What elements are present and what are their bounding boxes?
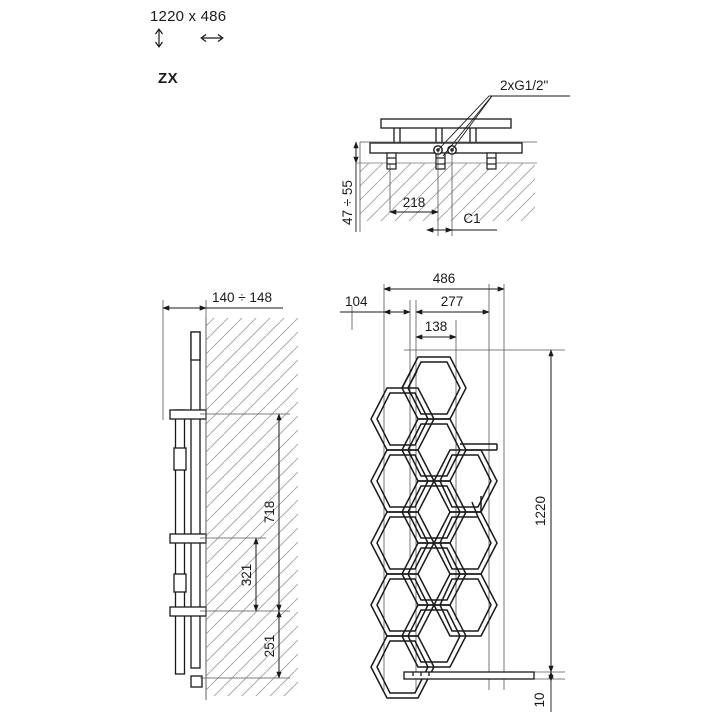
side-view-radiator-profile	[174, 331, 201, 675]
dim-overall-width: 486	[383, 271, 505, 292]
hex-stub	[401, 368, 418, 389]
top-view-mounting-brackets	[386, 152, 497, 170]
size-arrow-row	[150, 27, 260, 49]
dim-bracket-span-total-label: 718	[262, 501, 277, 524]
hex-cell	[370, 635, 435, 699]
dim-bracket-span-total: 718	[262, 413, 282, 612]
dim-bracket-span-mid: 321	[239, 537, 259, 612]
dim-overall-width-label: 486	[433, 271, 456, 286]
top-view-wall-hatch	[357, 162, 537, 221]
up-down-arrow-icon	[155, 28, 163, 48]
dim-left-offset-label: 104	[345, 294, 368, 309]
side-view: 140 ÷ 148 718 321 251	[162, 290, 298, 700]
top-view-callout-label: 2xG1/2"	[500, 78, 549, 93]
dim-bracket-to-bottom: 251	[262, 610, 282, 679]
side-view-wall-hatch	[205, 318, 298, 700]
dim-cell-width-label: 138	[425, 319, 448, 334]
dim-overall-height: 1220	[533, 349, 554, 673]
dim-core-width: 277	[415, 294, 490, 315]
dim-depth-label: 140 ÷ 148	[212, 290, 272, 305]
hex-stub	[471, 496, 482, 518]
left-right-arrow-icon	[200, 34, 224, 42]
model-name-label: ZX	[158, 70, 179, 87]
dim-left-offset: 104	[340, 294, 411, 315]
dim-bottom-offset: 10	[532, 671, 554, 712]
side-view-mounting-brackets	[169, 409, 207, 688]
dim-overall-height-label: 1220	[533, 496, 548, 526]
dim-core-width-label: 277	[441, 294, 464, 309]
front-view-bottom-bar	[403, 671, 535, 680]
top-view: 2xG1/2" 47 ÷ 55 218 C1	[340, 78, 570, 236]
top-view-radiator-profile	[369, 118, 523, 154]
dim-bottom-offset-label: 10	[532, 692, 547, 707]
dim-connector-offset: C1	[426, 211, 497, 233]
dim-wall-gap: 47 ÷ 55	[340, 141, 359, 232]
dim-connector-spacing: 218	[389, 195, 439, 215]
dim-bracket-to-bottom-label: 251	[262, 635, 277, 658]
top-view-extension-lines	[359, 141, 537, 236]
dim-bracket-span-mid-label: 321	[239, 564, 254, 587]
dim-connector-spacing-label: 218	[403, 195, 426, 210]
front-view: 486 104 277 138 1220	[340, 271, 565, 712]
dim-depth: 140 ÷ 148	[162, 290, 283, 700]
dim-wall-gap-label: 47 ÷ 55	[340, 180, 355, 225]
overall-size-label: 1220 x 486	[150, 8, 227, 25]
dim-cell-width: 138	[415, 319, 457, 340]
honeycomb-core	[370, 356, 498, 699]
dim-connector-offset-label: C1	[463, 211, 480, 226]
top-view-callout-leader	[437, 95, 570, 157]
